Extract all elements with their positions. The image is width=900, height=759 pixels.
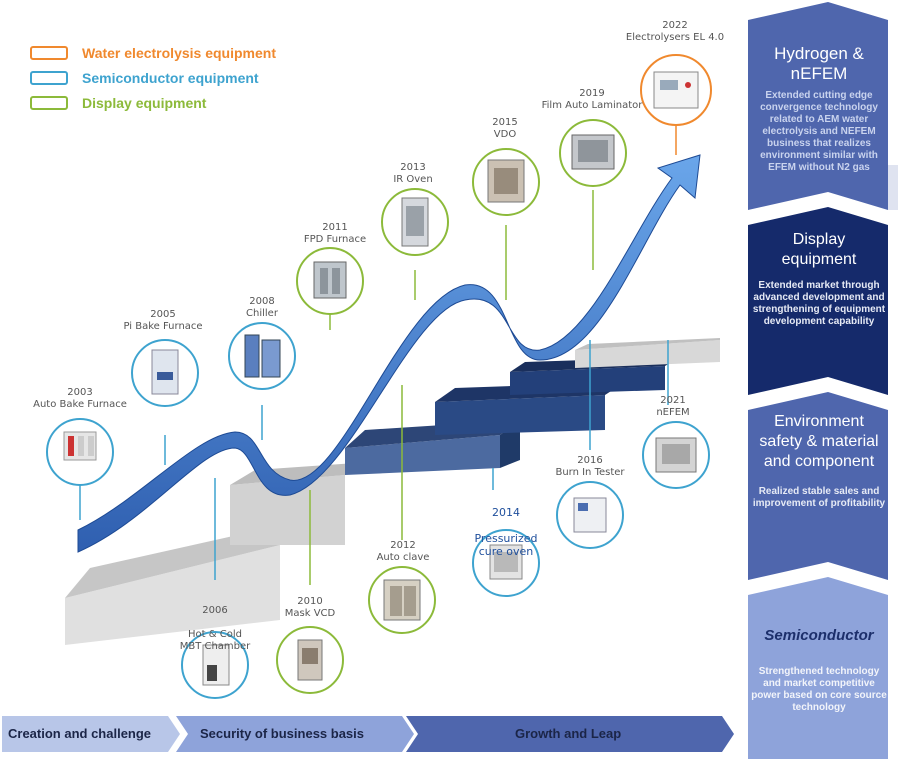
electrolyser-icon	[653, 71, 699, 109]
panel-title: Semiconductor	[764, 627, 874, 644]
timeline-segment-3	[406, 716, 734, 752]
milestone-year: 2011	[322, 222, 348, 233]
panel-hydrogen: Hydrogen & nEFEM Extended cutting edge c…	[750, 44, 888, 174]
panel-bg-environment	[748, 392, 888, 580]
milestone-name: nEFEM	[656, 407, 690, 418]
legend-label: Semiconductor equipment	[82, 70, 259, 86]
milestone-year: 2015	[492, 117, 518, 128]
milestone-name: VDO	[493, 129, 517, 140]
milestone-2003: 2003 Auto Bake Furnace	[15, 387, 145, 411]
furnace-icon	[151, 349, 179, 395]
staircase	[65, 338, 720, 645]
timeline-label-growth: Growth and Leap	[515, 726, 622, 741]
vdo-icon	[487, 159, 525, 203]
milestone-year: 2014	[492, 506, 520, 519]
milestone-name: IR Oven	[393, 174, 433, 185]
legend-label: Display equipment	[82, 95, 207, 111]
timeline-label-creation: Creation and challenge	[8, 726, 152, 741]
milestone-year: 2016	[577, 455, 603, 466]
panel-title: Environment safety & material and compon…	[759, 413, 879, 470]
milestone-name: Auto clave	[376, 552, 430, 563]
milestone-year: 2022	[662, 20, 688, 31]
milestone-2008: 2008 Chiller	[197, 296, 327, 320]
milestone-year: 2005	[150, 309, 176, 320]
furnace-icon	[313, 261, 347, 299]
milestone-name: Hot & Cold MBT Chamber	[179, 629, 251, 652]
timeline-bar	[2, 716, 734, 752]
connector-lines	[79, 340, 669, 580]
chamber-icon	[202, 644, 230, 686]
milestone-name: Mask VCD	[284, 608, 336, 619]
oven-icon	[489, 544, 523, 580]
milestone-name: Pressurized cure oven	[474, 532, 538, 558]
milestone-year: 2013	[400, 162, 426, 173]
milestone-2010: 2010 Mask VCD	[245, 596, 375, 620]
furnace-icon	[63, 431, 97, 461]
panel-desc: Extended cutting edge convergence techno…	[760, 90, 878, 173]
panel-bg-semiconductor	[748, 577, 888, 759]
milestone-2005: 2005 Pi Bake Furnace	[98, 309, 228, 333]
milestone-name: Chiller	[246, 308, 278, 319]
panel-desc: Strengthened technology and market compe…	[751, 666, 887, 713]
milestone-2021: 2021 nEFEM	[608, 395, 738, 419]
milestone-year: 2006	[202, 605, 228, 616]
milestone-2014: 2014 Pressurized cure oven	[441, 493, 571, 571]
milestone-name: Pi Bake Furnace	[123, 321, 203, 332]
tester-icon	[573, 497, 607, 533]
panel-desc: Extended market through advanced develop…	[752, 280, 886, 327]
milestone-name: Burn In Tester	[555, 467, 625, 478]
autoclave-icon	[383, 579, 421, 621]
legend-swatch	[30, 46, 68, 60]
oven-icon	[401, 197, 429, 247]
panel-bg-hydrogen	[748, 2, 888, 210]
panel-title: Hydrogen & nEFEM	[774, 44, 864, 83]
growth-arrow	[77, 154, 701, 553]
panel-bg-display	[748, 207, 888, 395]
timeline-segment-1	[2, 716, 180, 752]
milestone-name: Electrolysers EL 4.0	[625, 32, 725, 43]
legend-label: Water electrolysis equipment	[82, 45, 276, 61]
milestone-2011: 2011 FPD Furnace	[270, 222, 400, 246]
panel-environment: Environment safety & material and compon…	[750, 412, 888, 510]
efem-icon	[655, 437, 697, 473]
milestone-2013: 2013 IR Oven	[348, 162, 478, 186]
milestone-2006: 2006 Hot & Cold MBT Chamber	[150, 593, 280, 665]
vcd-icon	[297, 639, 323, 681]
panel-display: Display equipment Extended market throug…	[750, 230, 888, 328]
milestone-2012: 2012 Auto clave	[338, 540, 468, 564]
chiller-icon	[244, 334, 281, 378]
milestone-name: Film Auto Laminator	[541, 100, 643, 111]
milestone-year: 2008	[249, 296, 275, 307]
timeline-segment-2	[176, 716, 414, 752]
legend-swatch	[30, 96, 68, 110]
milestone-year: 2019	[579, 88, 605, 99]
laminator-icon	[571, 134, 615, 170]
milestone-year: 2010	[297, 596, 323, 607]
panel-title: Display equipment	[781, 231, 857, 268]
milestone-year: 2021	[660, 395, 686, 406]
panel-semiconductor: Semiconductor Strengthened technology an…	[750, 626, 888, 714]
legend-swatch	[30, 71, 68, 85]
timeline-label-security: Security of business basis	[200, 726, 365, 741]
milestone-name: Auto Bake Furnace	[33, 399, 127, 410]
category-panels	[748, 2, 898, 759]
milestone-2019: 2019 Film Auto Laminator	[527, 88, 657, 112]
milestone-year: 2012	[390, 540, 416, 551]
milestone-year: 2003	[67, 387, 93, 398]
milestone-2022: 2022 Electrolysers EL 4.0	[610, 20, 740, 44]
panel-desc: Realized stable sales and improvement of…	[752, 486, 886, 509]
milestone-2016: 2016 Burn In Tester	[525, 455, 655, 479]
milestone-name: FPD Furnace	[303, 234, 367, 245]
milestone-2015: 2015 VDO	[440, 117, 570, 141]
